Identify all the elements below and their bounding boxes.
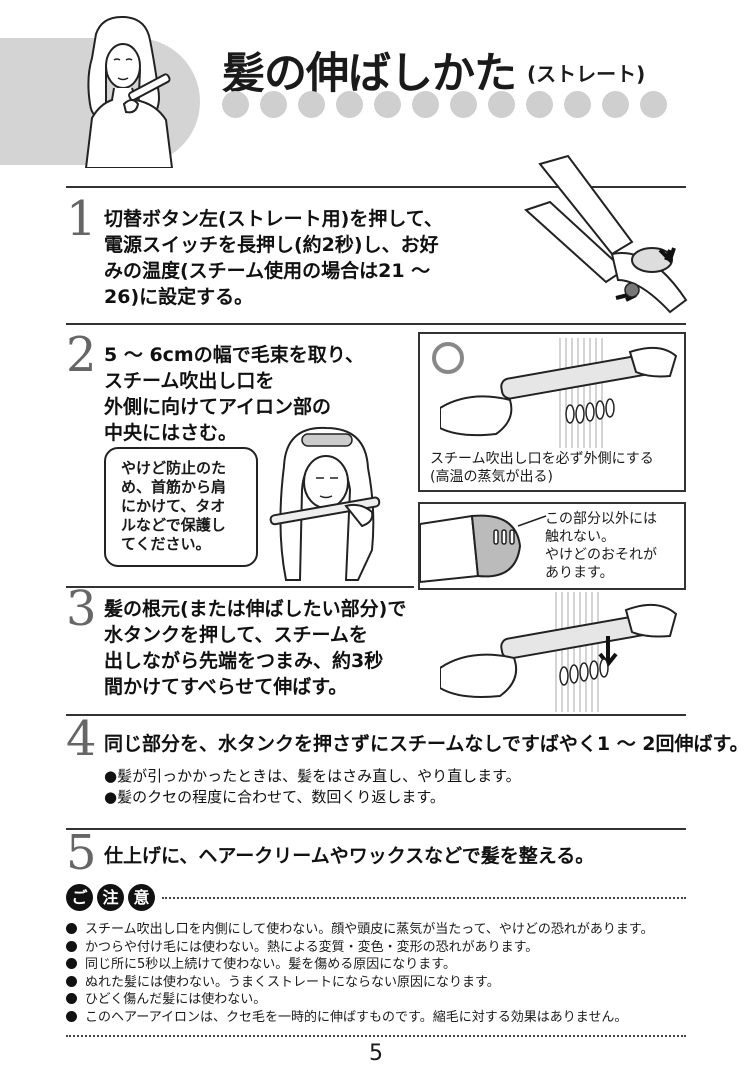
step-1-text: 切替ボタン左(ストレート用)を押して、 電源スイッチを長押し(約2秒)し、お好 … bbox=[104, 206, 443, 310]
decor-dot bbox=[222, 91, 249, 118]
step-line: 仕上げに、ヘアークリームやワックスなどで髪を整える。 bbox=[104, 845, 595, 867]
step-4-bullet: ●髪が引っかかったときは、髪をはさみ直し、やり直します。 bbox=[104, 767, 521, 785]
woman-with-hair-iron-icon bbox=[84, 15, 174, 168]
caption-line: やけどのおそれが bbox=[545, 547, 657, 563]
step-divider bbox=[66, 186, 686, 188]
warning-line: め、首筋から肩 bbox=[121, 478, 227, 496]
step-line: 電源スイッチを長押し(約2秒)し、お好 bbox=[104, 234, 439, 256]
step-number: 4 bbox=[66, 711, 97, 767]
caution-text: スチーム吹出し口を内側にして使わない。顔や頭皮に蒸気が当たって、やけどの恐れがあ… bbox=[85, 922, 654, 937]
step-line: 5 〜 6cmの幅で毛束を取り、 bbox=[104, 344, 364, 366]
decor-dot bbox=[336, 91, 363, 118]
step-divider bbox=[66, 323, 686, 325]
bullet-icon bbox=[66, 1010, 77, 1022]
steam-iron-on-hair-icon bbox=[440, 338, 678, 448]
hot-part-caption: この部分以外には 触れない。 やけどのおそれが あります。 bbox=[545, 510, 657, 582]
decor-dot bbox=[526, 91, 553, 118]
step-line: 外側に向けてアイロン部の bbox=[104, 396, 332, 418]
step-number: 2 bbox=[66, 327, 97, 383]
caution-text: ひどく傷んだ髪には使わない。 bbox=[85, 992, 267, 1007]
warning-line: にかけて、タオ bbox=[121, 497, 226, 515]
correct-caption: スチーム吹出し口を必ず外側にする (高温の蒸気が出る) bbox=[430, 450, 654, 486]
hair-iron-buttons-icon bbox=[524, 154, 688, 314]
step-4-bullet: ●髪のクセの程度に合わせて、数回くり返します。 bbox=[104, 788, 445, 806]
step-line: 髪の根元(または伸ばしたい部分)で bbox=[104, 598, 407, 620]
page-title: 髪の伸ばしかた bbox=[222, 49, 517, 99]
decor-dot bbox=[412, 91, 439, 118]
caution-list: スチーム吹出し口を内側にして使わない。顔や頭皮に蒸気が当たって、やけどの恐れがあ… bbox=[66, 921, 746, 1026]
caution-text: ぬれた髪には使わない。うまくストレートにならない原因になります。 bbox=[85, 974, 500, 990]
caution-text: かつらや付け毛には使わない。熱による変質・変色・変形の恐れがあります。 bbox=[85, 939, 539, 955]
step-divider bbox=[66, 828, 686, 830]
burn-warning-bubble: やけど防止のた め、首筋から肩 にかけて、タオ ルなどで保護し てください。 bbox=[104, 447, 258, 567]
step-5-text: 仕上げに、ヘアークリームやワックスなどで髪を整える。 bbox=[104, 843, 594, 869]
correct-circle-icon bbox=[432, 342, 464, 374]
step-line: 同じ部分を、水タンクを押さずにスチームなしですばやく1 〜 2回伸ばす。 bbox=[104, 733, 749, 755]
step-number: 1 bbox=[66, 191, 97, 247]
decor-dot bbox=[374, 91, 401, 118]
step-divider bbox=[66, 714, 686, 716]
caution-item: かつらや付け毛には使わない。熱による変質・変色・変形の恐れがあります。 bbox=[66, 939, 746, 956]
caption-line: 触れない。 bbox=[545, 529, 615, 545]
warning-line: てください。 bbox=[121, 535, 211, 553]
footer-divider bbox=[66, 1035, 686, 1037]
step-line: スチーム吹出し口を bbox=[104, 370, 275, 392]
step-line: 中央にはさむ。 bbox=[104, 422, 238, 444]
step-line: 出しながら先端をつまみ、約3秒 bbox=[104, 650, 384, 672]
bullet-icon bbox=[66, 923, 77, 934]
step-line: 切替ボタン左(ストレート用)を押して、 bbox=[104, 208, 443, 230]
caution-badge: 注 bbox=[97, 884, 124, 911]
step-line: 26)に設定する。 bbox=[104, 286, 254, 308]
bullet-icon bbox=[66, 993, 77, 1004]
caution-divider bbox=[162, 897, 686, 899]
caution-badge: ご bbox=[66, 884, 93, 911]
decor-dot bbox=[260, 91, 287, 118]
decor-dot bbox=[298, 91, 325, 118]
decor-dot bbox=[450, 91, 477, 118]
step-divider bbox=[66, 586, 414, 588]
caution-item: 同じ所に5秒以上続けて使わない。髪を傷める原因になります。 bbox=[66, 956, 746, 973]
caution-item: ぬれた髪には使わない。うまくストレートにならない原因になります。 bbox=[66, 974, 746, 991]
caution-text: このヘアーアイロンは、クセ毛を一時的に伸ばすものです。縮毛に対する効果はありませ… bbox=[85, 1009, 628, 1025]
decor-dot bbox=[488, 91, 515, 118]
warning-line: ルなどで保護し bbox=[121, 516, 226, 534]
step-4-text: 同じ部分を、水タンクを押さずにスチームなしですばやく1 〜 2回伸ばす。 bbox=[104, 731, 749, 757]
step-number: 3 bbox=[66, 581, 97, 637]
page-subtitle: (ストレート) bbox=[527, 62, 646, 86]
caution-item: このヘアーアイロンは、クセ毛を一時的に伸ばすものです。縮毛に対する効果はありませ… bbox=[66, 1009, 746, 1026]
step-3-text: 髪の根元(または伸ばしたい部分)で 水タンクを押して、スチームを 出しながら先端… bbox=[104, 596, 406, 700]
iron-hot-part-icon bbox=[420, 514, 547, 584]
bullet-icon bbox=[66, 940, 77, 952]
caution-item: スチーム吹出し口を内側にして使わない。顔や頭皮に蒸気が当たって、やけどの恐れがあ… bbox=[66, 921, 746, 938]
step-number: 5 bbox=[66, 825, 97, 881]
decor-dot bbox=[564, 91, 591, 118]
caution-text: 同じ所に5秒以上続けて使わない。髪を傷める原因になります。 bbox=[85, 957, 456, 972]
caution-badge: 意 bbox=[128, 884, 155, 911]
step-line: 水タンクを押して、スチームを bbox=[104, 624, 368, 646]
warning-line: やけど防止のた bbox=[121, 459, 227, 477]
step-2-text: 5 〜 6cmの幅で毛束を取り、 スチーム吹出し口を 外側に向けてアイロン部の … bbox=[104, 342, 364, 446]
bullet-icon bbox=[66, 975, 77, 987]
bullet-icon bbox=[66, 958, 77, 969]
caption-line: (高温の蒸気が出る) bbox=[430, 469, 553, 485]
decor-dot bbox=[640, 91, 667, 118]
step-line: 間かけてすべらせて伸ばす。 bbox=[104, 676, 348, 698]
caption-line: スチーム吹出し口を必ず外側にする bbox=[430, 451, 654, 467]
page-number: 5 bbox=[369, 1041, 383, 1066]
caption-line: あります。 bbox=[545, 565, 614, 581]
woman-straightening-hair-icon bbox=[269, 426, 381, 581]
caution-item: ひどく傷んだ髪には使わない。 bbox=[66, 991, 746, 1008]
pressing-water-tank-icon bbox=[440, 592, 678, 712]
step-line: みの温度(スチーム使用の場合は21 〜 bbox=[104, 260, 431, 282]
decor-dot bbox=[602, 91, 629, 118]
caption-line: この部分以外には bbox=[545, 511, 657, 527]
